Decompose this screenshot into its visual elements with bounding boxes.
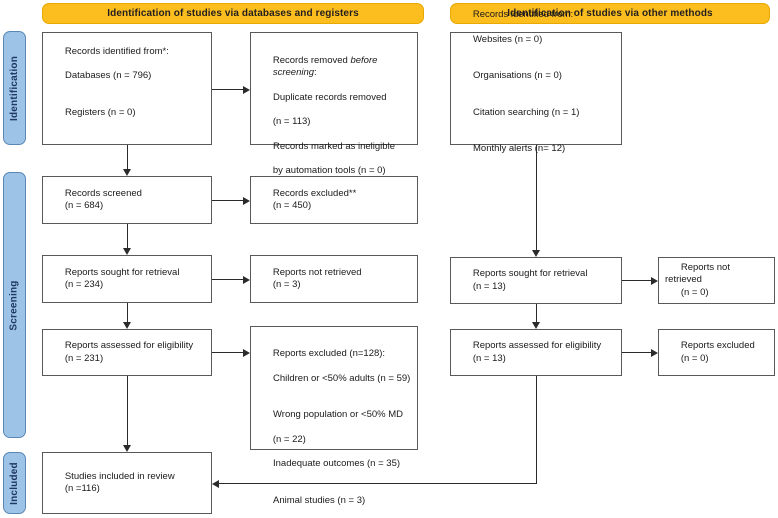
arrowhead-other-sought-to-assessed — [532, 322, 540, 329]
other-reports-sought-count: (n = 13) — [472, 280, 506, 292]
arrowhead-other-identified-to-sought — [532, 250, 540, 257]
records-identified-line1: Records identified from*: — [64, 45, 169, 57]
records-removed-automation-1: Records marked as ineligible — [273, 140, 395, 152]
connector-screened-to-excluded — [212, 200, 243, 201]
stage-included-text: Included — [9, 461, 20, 505]
arrowhead-identified-to-removed — [243, 85, 250, 94]
other-identified-citation: Citation searching (n = 1) — [473, 106, 580, 118]
connector-sought-to-assessed — [127, 303, 128, 322]
records-identified-databases: Databases (n = 796) — [65, 70, 152, 82]
reports-assessed-count: (n = 231) — [64, 352, 104, 364]
other-excluded-count: (n = 0) — [680, 352, 709, 364]
other-identified-line1: Records identified from: — [472, 9, 574, 21]
connector-other-sought-to-notretrieved — [622, 280, 651, 281]
other-not-retrieved-label: Reports not retrieved — [665, 262, 733, 286]
connector-assessed-to-excluded — [212, 352, 243, 353]
records-screened-label: Records screened — [64, 187, 142, 199]
reports-not-retrieved-count: (n = 3) — [272, 279, 301, 290]
box-records-identified-other: Records identified from: Websites (n = 0… — [450, 9, 622, 154]
banner-other-methods: Identification of studies via other meth… — [450, 3, 770, 24]
banner-other-label: Identification of studies via other meth… — [507, 8, 713, 19]
box-reports-sought-retrieval: Reports sought for retrieval (n = 234) — [42, 255, 212, 303]
connector-assessed-to-included — [127, 376, 128, 445]
reports-excluded-animal-studies: Animal studies (n = 3) — [273, 494, 366, 506]
reports-sought-count: (n = 234) — [64, 279, 104, 290]
records-identified-registers: Registers (n = 0) — [65, 106, 136, 118]
arrowhead-assessed-to-excluded — [243, 348, 250, 357]
other-identified-websites: Websites (n = 0) — [473, 33, 543, 45]
reports-sought-label: Reports sought for retrieval — [64, 266, 180, 278]
records-excluded-count: (n = 450) — [272, 200, 312, 211]
reports-excluded-inadequate-outcomes: Inadequate outcomes (n = 35) — [273, 458, 401, 470]
connector-other-assessed-down — [536, 376, 537, 483]
arrowhead-other-sought-to-notretrieved — [651, 276, 658, 285]
box-records-excluded: Records excluded** (n = 450) — [250, 176, 418, 224]
box-reports-not-retrieved: Reports not retrieved (n = 3) — [250, 255, 418, 303]
connector-identified-to-removed — [212, 89, 243, 90]
other-not-retrieved-count: (n = 0) — [680, 286, 709, 298]
arrowhead-sought-to-notretrieved — [243, 275, 250, 284]
box-other-reports-excluded: Reports excluded (n = 0) — [658, 329, 775, 376]
other-reports-assessed-label: Reports assessed for eligibility — [472, 340, 602, 352]
arrowhead-identified-to-screened — [123, 169, 131, 176]
connector-other-assessed-left-to-included — [219, 483, 537, 484]
arrowhead-screened-to-sought — [123, 248, 131, 255]
other-reports-assessed-count: (n = 13) — [472, 352, 506, 364]
reports-assessed-label: Reports assessed for eligibility — [64, 340, 194, 352]
box-studies-included: Studies included in review (n =116) — [42, 452, 212, 514]
other-identified-organisations: Organisations (n = 0) — [473, 70, 562, 82]
records-removed-duplicates: Duplicate records removed — [273, 91, 387, 103]
box-records-screened: Records screened (n = 684) — [42, 176, 212, 224]
stage-label-identification: Identification — [3, 31, 26, 145]
arrowhead-other-assessed-to-excluded — [651, 348, 658, 357]
other-reports-sought-label: Reports sought for retrieval — [472, 268, 588, 280]
box-reports-excluded-detail: Reports excluded (n=128): Children or <5… — [250, 326, 418, 506]
reports-excluded-wrong-population-n: (n = 22) — [272, 433, 306, 445]
records-excluded-label: Records excluded** — [272, 187, 357, 199]
connector-other-assessed-to-excluded — [622, 352, 651, 353]
stage-screening-text: Screening — [9, 279, 20, 331]
box-other-reports-not-retrieved: Reports not retrieved (n = 0) — [658, 257, 775, 304]
reports-excluded-children: Children or <50% adults (n = 59) — [273, 372, 411, 384]
reports-excluded-header: Reports excluded (n=128): — [272, 348, 386, 360]
records-removed-line2: screening: — [272, 67, 317, 79]
connector-sought-to-notretrieved — [212, 279, 243, 280]
records-removed-automation-2: by automation tools (n = 0) — [272, 165, 386, 177]
records-screened-count: (n = 684) — [64, 200, 104, 211]
box-reports-assessed-eligibility: Reports assessed for eligibility (n = 23… — [42, 329, 212, 376]
banner-databases-label: Identification of studies via databases … — [107, 8, 359, 19]
connector-screened-to-sought — [127, 224, 128, 248]
other-identified-alerts: Monthly alerts (n= 12) — [473, 143, 566, 155]
arrowhead-screened-to-excluded — [243, 196, 250, 205]
other-excluded-label: Reports excluded — [680, 340, 755, 352]
connector-other-sought-to-assessed — [536, 304, 537, 322]
reports-excluded-wrong-population: Wrong population or <50% MD — [273, 409, 403, 421]
box-other-reports-assessed: Reports assessed for eligibility (n = 13… — [450, 329, 622, 376]
box-records-identified-databases: Records identified from*: Databases (n =… — [42, 32, 212, 145]
arrowhead-assessed-to-included — [123, 445, 131, 452]
connector-identified-to-screened — [127, 145, 128, 169]
arrowhead-other-to-included — [212, 479, 219, 488]
box-records-removed-before-screening: Records removed before screening: Duplic… — [250, 32, 418, 225]
stage-label-screening: Screening — [3, 172, 26, 438]
arrowhead-sought-to-assessed — [123, 322, 131, 329]
records-removed-duplicates-n: (n = 113) — [272, 116, 311, 128]
studies-included-count: (n =116) — [64, 483, 100, 494]
connector-other-identified-to-sought — [536, 145, 537, 250]
reports-not-retrieved-label: Reports not retrieved — [272, 266, 362, 278]
stage-identification-text: Identification — [9, 55, 20, 121]
banner-databases-registers: Identification of studies via databases … — [42, 3, 424, 24]
studies-included-label: Studies included in review — [64, 470, 175, 482]
box-other-reports-sought-retrieval: Reports sought for retrieval (n = 13) — [450, 257, 622, 304]
stage-label-included: Included — [3, 452, 26, 514]
records-removed-line1: Records removed before — [272, 55, 378, 67]
